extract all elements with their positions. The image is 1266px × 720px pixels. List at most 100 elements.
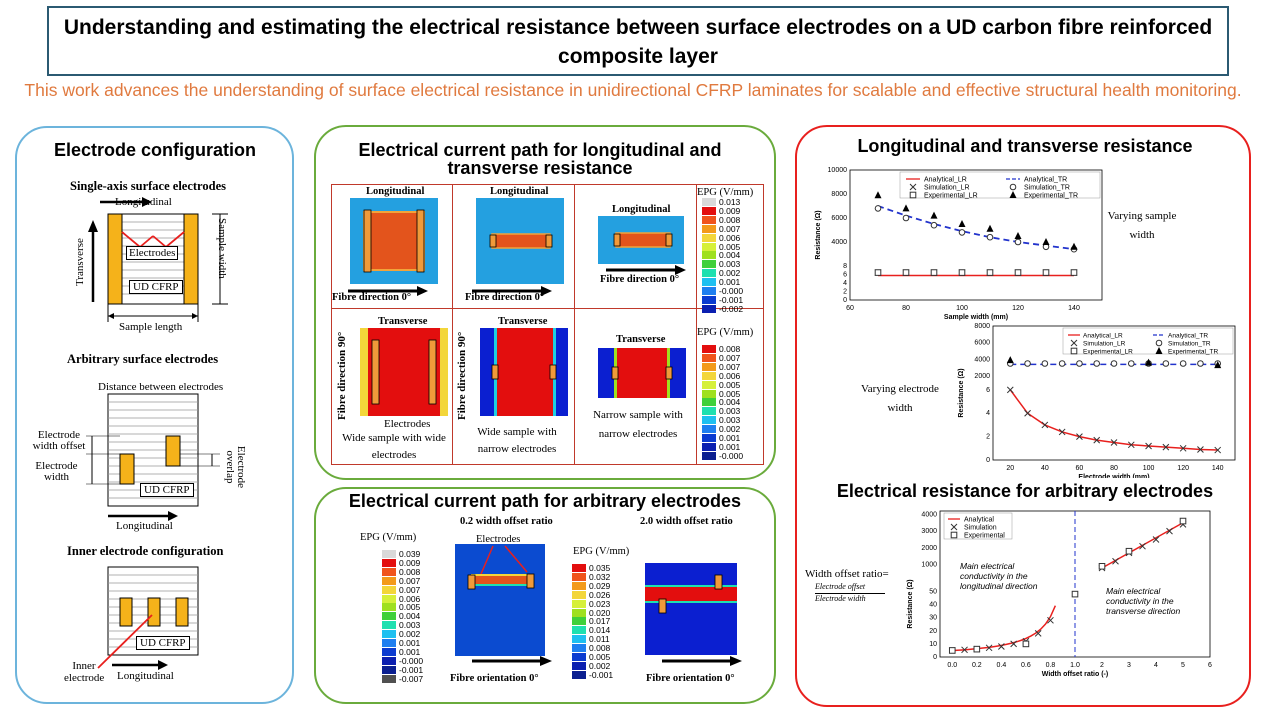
legend-swatch bbox=[702, 380, 716, 389]
legend-swatch bbox=[382, 550, 396, 558]
legend-marker bbox=[909, 183, 917, 191]
legend-label: Analytical_LR bbox=[1083, 333, 1123, 340]
legend-swatch bbox=[702, 287, 716, 296]
point-simulation bbox=[1047, 616, 1054, 624]
legend-swatch bbox=[702, 260, 716, 269]
sa-electrodes-label: Electrodes bbox=[126, 246, 179, 260]
legend-marker bbox=[950, 523, 958, 531]
legend-left-entry: 0.001 bbox=[382, 639, 423, 648]
legend-left-entry: 0.005 bbox=[382, 603, 423, 612]
note-longitudinal: Main electrical conductivity in the long… bbox=[960, 561, 1038, 591]
point-simulation-tr bbox=[1127, 360, 1135, 367]
legend-left-entry: 0.004 bbox=[382, 612, 423, 621]
legend-swatch bbox=[702, 278, 716, 287]
legend-top-title: EPG (V/mm) bbox=[697, 187, 754, 198]
legend-value: 0.007 bbox=[719, 361, 741, 372]
point-simulation-lr bbox=[1179, 444, 1187, 452]
legend-label: Simulation_LR bbox=[1083, 341, 1126, 348]
legend-swatch bbox=[702, 345, 716, 353]
legend-right-entry: 0.005 bbox=[572, 653, 613, 662]
legend-swatch bbox=[702, 451, 716, 460]
inner-longitudinal-label: Longitudinal bbox=[117, 670, 174, 682]
series-analytical-tr bbox=[877, 205, 1075, 251]
legend-swatch bbox=[572, 608, 586, 617]
point-simulation bbox=[1139, 542, 1146, 550]
y-tick-label: 8 bbox=[843, 263, 847, 270]
point-simulation-tr bbox=[1162, 360, 1170, 367]
legend-value: -0.000 bbox=[399, 655, 424, 666]
legend-value: -0.000 bbox=[719, 286, 744, 297]
point-experimental bbox=[973, 645, 981, 653]
legend-right-entry: 0.035 bbox=[572, 564, 613, 573]
legend-left-entry: 0.039 bbox=[382, 550, 423, 559]
point-experimental-lr bbox=[1014, 269, 1022, 276]
legend-box bbox=[899, 171, 1101, 199]
point-simulation-tr bbox=[1024, 360, 1031, 367]
x-tick-label: 140 bbox=[1212, 465, 1224, 472]
point-simulation bbox=[985, 644, 993, 652]
legend-top-entry: 0.002 bbox=[702, 269, 743, 278]
long-sim-2 bbox=[476, 198, 564, 284]
ratio-numerator: Electrode offset bbox=[815, 582, 866, 591]
point-simulation bbox=[1152, 536, 1160, 543]
legend-right-entry: -0.001 bbox=[572, 670, 613, 680]
legend-right-entry: 0.032 bbox=[572, 572, 613, 582]
legend-value: 0.005 bbox=[719, 388, 741, 399]
legend-swatch bbox=[702, 206, 716, 215]
legend-value: 0.003 bbox=[719, 259, 741, 270]
legend-swatch bbox=[382, 674, 396, 683]
width-offset-ratio-label: Width offset ratio= bbox=[805, 568, 889, 580]
overlap-label: Electrode overlap bbox=[224, 445, 247, 489]
legend-swatch bbox=[702, 371, 716, 380]
legend-swatch bbox=[702, 442, 716, 451]
x-tick-label: 2 bbox=[1100, 662, 1104, 669]
point-experimental-lr bbox=[958, 269, 966, 276]
legend-marker bbox=[950, 531, 958, 539]
arb-sim-02 bbox=[455, 544, 545, 656]
legend-label: Analytical_TR bbox=[1168, 333, 1208, 340]
inner-electrode-label: Inner electrode bbox=[64, 660, 105, 684]
legend-swatch bbox=[702, 434, 716, 443]
x-tick-label: 100 bbox=[956, 305, 968, 312]
y-tick-label: 4000 bbox=[921, 511, 937, 518]
legend-right-entry: 0.026 bbox=[572, 590, 613, 600]
legend-value: 0.002 bbox=[719, 424, 741, 435]
point-simulation-lr bbox=[1145, 442, 1152, 450]
legend-value: 0.002 bbox=[399, 629, 421, 640]
y-axis-label: Resistance (Ω) bbox=[815, 210, 822, 259]
y-tick-label: 0 bbox=[933, 654, 937, 661]
fibre-dir-90-2: Fibre direction 90° bbox=[456, 331, 468, 420]
legend-bottom-entry: 0.003 bbox=[702, 416, 743, 425]
arbitrary-heading: Arbitrary surface electrodes bbox=[67, 352, 219, 366]
y-tick-label: 30 bbox=[929, 615, 937, 622]
legend-value: -0.001 bbox=[399, 664, 424, 675]
legend-value: -0.001 bbox=[719, 294, 744, 305]
legend-left-entry: 0.008 bbox=[382, 567, 423, 577]
trans-sim-1 bbox=[360, 328, 448, 416]
point-experimental bbox=[1125, 547, 1133, 555]
legend-left-entry: 0.007 bbox=[382, 585, 423, 595]
offset-02-label: 0.2 width offset ratio bbox=[460, 516, 553, 527]
legend-swatch bbox=[382, 558, 396, 567]
fibre-orientation-1: Fibre orientation 0° bbox=[450, 673, 539, 684]
legend-left-entry: 0.006 bbox=[382, 594, 423, 604]
y-tick-label: 6 bbox=[986, 387, 990, 394]
legend-bottom-entry: 0.002 bbox=[702, 425, 743, 434]
arb-longitudinal-label: Longitudinal bbox=[116, 520, 173, 532]
resistance-title-1: Longitudinal and transverse resistance bbox=[857, 136, 1193, 156]
legend-value: 0.023 bbox=[589, 598, 611, 609]
x-tick-label: 5 bbox=[1181, 662, 1185, 669]
x-axis-label: Electrode width (mm) bbox=[1078, 474, 1149, 478]
x-tick-label: 3 bbox=[1127, 662, 1131, 669]
point-experimental-tr bbox=[902, 204, 910, 212]
fibre-dir-0-2: Fibre direction 0° bbox=[465, 292, 545, 303]
legend-swatch bbox=[382, 630, 396, 639]
x-tick-label: 0.4 bbox=[996, 662, 1006, 669]
legend-label: Experimental_LR bbox=[1083, 349, 1133, 356]
legend-swatch bbox=[702, 251, 716, 260]
x-tick-label: 100 bbox=[1143, 465, 1155, 472]
